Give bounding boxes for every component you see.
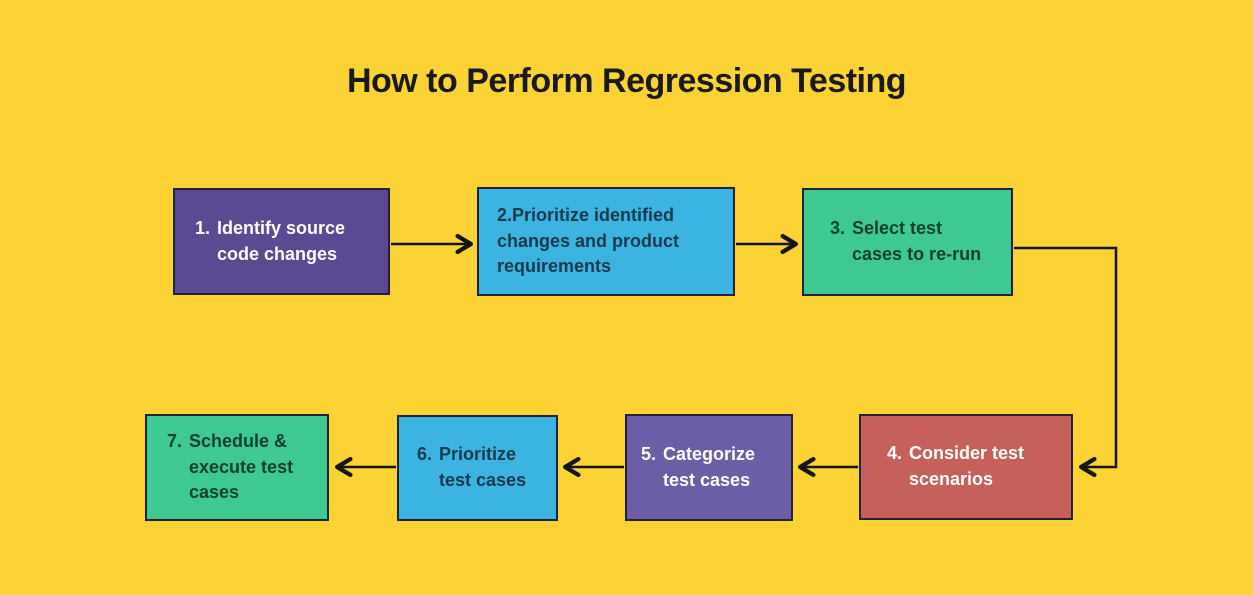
step-1-number: 1.	[195, 217, 211, 238]
step-7-label: Schedule & execute test cases	[189, 431, 294, 503]
step-3-label: Select test cases to re-run	[852, 218, 982, 264]
step-7-number: 7.	[167, 431, 183, 452]
step-4-number: 4.	[887, 443, 903, 464]
step-5-label: Categorize test cases	[663, 443, 756, 490]
flow-step-7-schedule-execute-test-cases: 7. Schedule & execute test cases	[145, 414, 329, 521]
step-3-number: 3.	[830, 218, 846, 239]
flow-step-2-prioritize-identified-changes: 2.Prioritize identified changes and prod…	[477, 187, 735, 296]
page-title: How to Perform Regression Testing	[346, 62, 907, 100]
flow-step-1-identify-source-code-changes: 1. Identify source code changes	[173, 188, 390, 295]
step-2-number: 2.	[497, 205, 513, 226]
step-6-label: Prioritize test cases	[439, 444, 527, 490]
step-4-label: Consider test scenarios	[909, 443, 1025, 489]
step-6-number: 6.	[417, 444, 433, 465]
flow-step-3-select-test-cases: 3. Select test cases to re-run	[802, 188, 1013, 296]
flow-step-5-categorize-test-cases: 5. Categorize test cases	[625, 414, 793, 521]
step-5-number: 5.	[641, 443, 657, 464]
flow-step-4-consider-test-scenarios: 4. Consider test scenarios	[859, 414, 1073, 520]
step-1-label: Identify source code changes	[217, 217, 346, 264]
step-2-label: Prioritize identified changes and produc…	[497, 205, 680, 277]
flow-step-6-prioritize-test-cases: 6. Prioritize test cases	[397, 415, 558, 521]
